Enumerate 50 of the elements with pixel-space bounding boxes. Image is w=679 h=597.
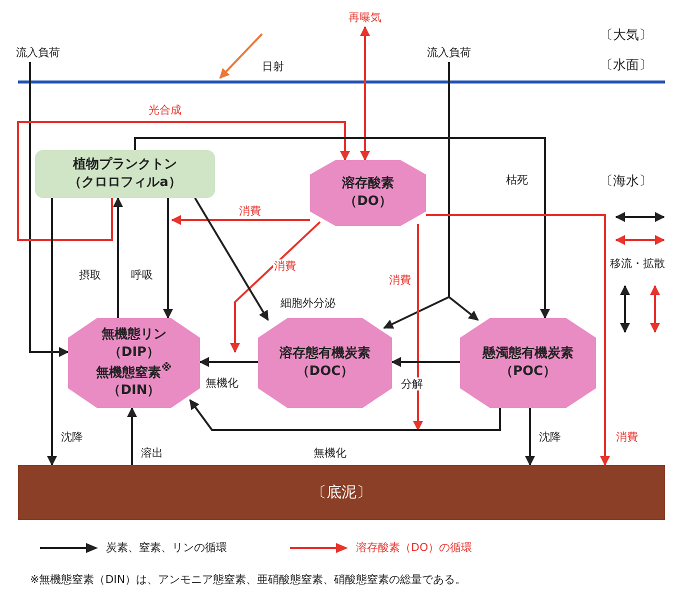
edge-label: 消費 [388,273,412,287]
arrow [426,214,610,466]
arrow [113,197,123,318]
edge-label: 光合成 [148,103,182,117]
arrow [391,357,460,367]
legend-label: 炭素、窒素、リンの循環 [106,541,227,554]
edge-label: 消費 [615,430,639,444]
footnote: ※無機態窒素（DIN）は、アンモニア態窒素、亜硝酸態窒素、硝酸態窒素の総量である。 [30,573,466,586]
arrow [29,62,69,357]
arrow [127,407,137,465]
pool-octagon: 懸濁態有機炭素（POC） [460,318,596,408]
layer-label: 〔大気〕 [600,28,652,44]
edge-label: 細胞外分泌 [280,296,336,310]
pool-octagon: 溶存酸素（DO） [310,160,426,226]
legend-label: 溶存酸素（DO）の循環 [356,541,472,554]
arrow [194,197,269,321]
arrow [199,357,258,367]
arrow [134,137,550,319]
edge-label: 消費 [238,204,262,218]
edge-label: 溶出 [140,446,164,460]
arrow [413,224,423,431]
edge-label: 摂取 [78,268,102,282]
edge-label: 消費 [273,259,297,273]
arrow [525,408,535,466]
edge-label: 沈降 [60,430,84,444]
layer-label: 〔水面〕 [600,58,652,74]
arrow [230,221,321,353]
arrow [171,215,310,225]
edge-label: 無機化 [204,376,240,390]
edge-label: 呼吸 [130,268,154,282]
edge-label: 無機化 [312,446,348,460]
arrow [360,26,370,161]
sediment-band: 〔底泥〕 [18,465,665,520]
edge-label: 枯死 [505,173,529,187]
caption-label: 日射 [262,60,284,74]
arrow [163,198,173,319]
arrow [17,121,350,241]
layer-label: 〔海水〕 [600,174,652,190]
arrow [189,399,501,431]
plankton-box: 植物プランクトン（クロロフィルa） [35,150,215,198]
arrow [47,198,57,466]
caption-label: 移流・拡散 [610,257,665,270]
source-label: 流入負荷 [8,44,68,62]
pool-octagon: 溶存態有機炭素（DOC） [258,318,392,408]
edge-label: 分解 [400,377,424,391]
arrow [448,62,479,321]
edge-label: 沈降 [538,430,562,444]
pool-octagon: 無機態リン（DIP）無機態窒素$^{※}$（DIN） [68,318,200,408]
source-label: 再曝気 [342,9,388,27]
source-label: 流入負荷 [417,44,481,62]
